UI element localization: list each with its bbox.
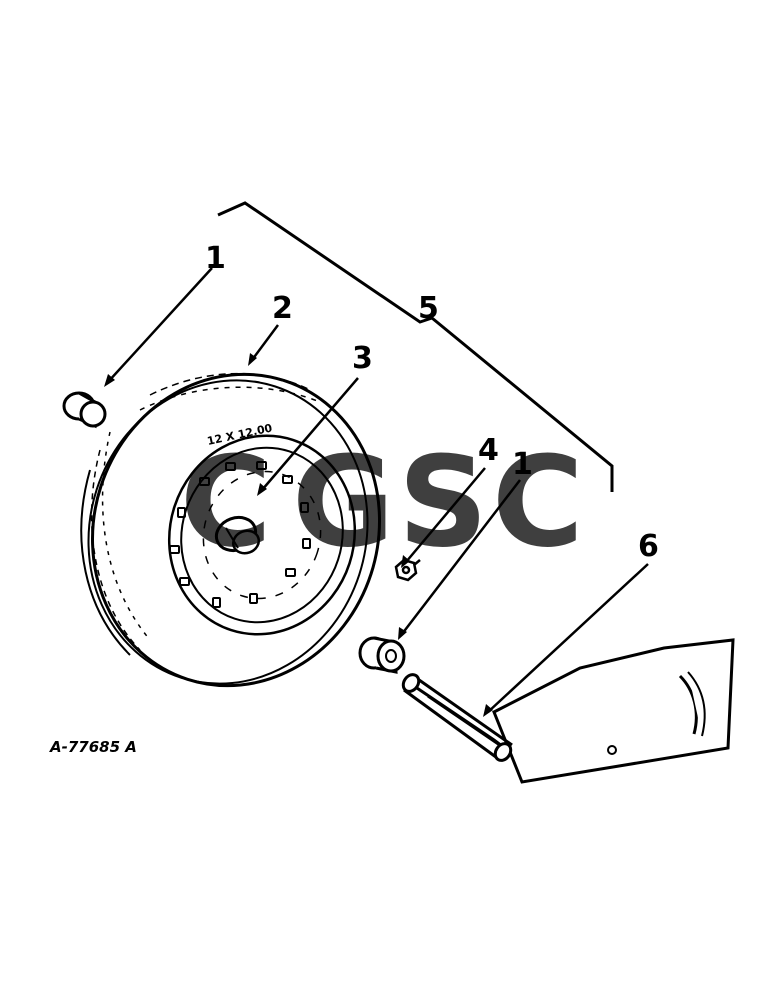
tire [80, 372, 382, 688]
leader-2 [250, 324, 280, 361]
watermark-letter-3: S [398, 430, 488, 575]
leader-1-lower [401, 479, 521, 635]
assembly-bracket [217, 201, 614, 492]
watermark-letter-1: C [180, 430, 272, 575]
bushing-lower [358, 636, 406, 674]
callout-1-lower: 1 [512, 447, 533, 482]
callout-2: 2 [272, 291, 293, 326]
leader-6 [487, 563, 649, 713]
callout-1-upper: 1 [205, 241, 226, 276]
leader-3 [261, 377, 359, 491]
callout-4: 4 [478, 433, 499, 468]
callout-3: 3 [352, 341, 373, 376]
watermark-letter-2: G [292, 430, 395, 575]
bushing-upper [62, 391, 107, 429]
leader-4 [405, 467, 486, 563]
callout-5: 5 [418, 291, 439, 326]
axle-pin [401, 673, 513, 762]
leader-arrowheads [104, 353, 493, 717]
axle-fork [492, 638, 735, 784]
watermark: C G S C [180, 430, 584, 575]
leader-1-upper [107, 267, 213, 383]
watermark-letter-4: C [492, 430, 584, 575]
callout-6: 6 [638, 529, 659, 564]
leader-lines [107, 267, 649, 713]
part-number-label: A-77685 A [49, 738, 137, 756]
wheel-rim [167, 434, 357, 636]
